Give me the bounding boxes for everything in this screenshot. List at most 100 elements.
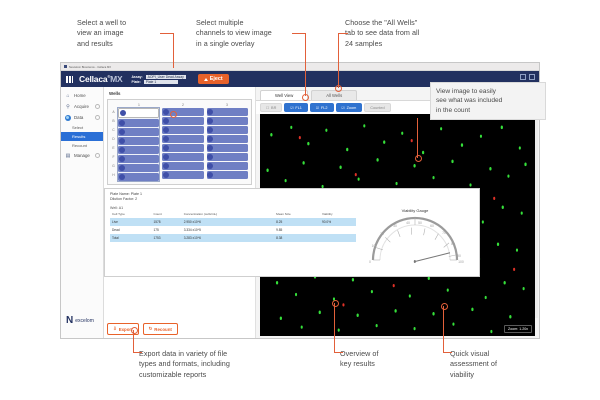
channel-label-fl2: FL2 <box>320 105 328 110</box>
channel-button-counted[interactable]: Counted <box>364 103 391 112</box>
sidebar-item-manage[interactable]: ▤ Manage <box>61 150 103 161</box>
checkbox-icon-br[interactable]: ☐ <box>266 105 270 110</box>
well-d3[interactable] <box>206 135 248 143</box>
plate-column-group-1[interactable] <box>117 107 161 182</box>
well-h2[interactable] <box>162 171 204 179</box>
count-total: 1753 <box>151 234 182 243</box>
well-g3[interactable] <box>206 162 248 170</box>
concentration-live: 2.950 x10^6 <box>181 218 275 227</box>
brand-suffix: MX <box>110 74 123 84</box>
home-icon: ⌂ <box>66 92 70 99</box>
sidebar-label-home: Home <box>74 93 86 98</box>
well-d1[interactable] <box>118 137 160 145</box>
tab-well-view[interactable]: Well View <box>260 90 309 100</box>
sidebar-subitem-select[interactable]: Select <box>72 125 84 130</box>
recount-icon: ↻ <box>148 326 153 331</box>
minimize-icon[interactable] <box>520 74 526 80</box>
well-c1[interactable] <box>118 128 160 136</box>
well-h1[interactable] <box>118 173 160 181</box>
well-e1[interactable] <box>118 146 160 154</box>
channel-label-br: BR <box>271 105 277 110</box>
well-e3[interactable] <box>206 144 248 152</box>
sidebar-subitem-results[interactable]: Results <box>61 132 103 141</box>
sidebar-subitem-recount[interactable]: Recount <box>72 143 87 148</box>
channel-button-fl1[interactable]: ☑ FL1 <box>284 103 308 112</box>
channel-button-br[interactable]: ☐ BR <box>260 103 283 112</box>
brand-name: Cellaca®MX <box>79 74 123 84</box>
well-h3[interactable] <box>206 171 248 179</box>
channel-button-zoom[interactable]: ☑ Zoom <box>335 103 363 112</box>
channel-label-zoom: Zoom <box>346 105 357 110</box>
assay-key: Assay: <box>131 74 143 79</box>
plate-row-a: A <box>112 109 115 114</box>
plate-row-h: H <box>112 172 115 177</box>
checkbox-icon-fl2[interactable]: ☑ <box>315 105 319 110</box>
channel-button-fl2[interactable]: ☑ FL2 <box>309 103 334 112</box>
well-b2[interactable] <box>162 117 204 125</box>
sidebar-item-acquire[interactable]: ⚲ Acquire <box>61 101 103 112</box>
marker-viability-gauge <box>441 303 448 310</box>
well-b1[interactable] <box>118 119 160 127</box>
sidebar: ⌂ Home ⚲ Acquire Data Select Results Rec… <box>61 87 104 338</box>
plate-column-group-3[interactable] <box>206 107 249 182</box>
table-row[interactable]: Dead 175 3.334 x10^5 9.85 <box>110 226 356 234</box>
brand-label: Cellaca <box>79 74 108 84</box>
vertical-scrollbar[interactable] <box>535 87 538 318</box>
well-e2[interactable] <box>162 144 204 152</box>
brand-superscript: ® <box>107 74 111 80</box>
app-icon <box>64 65 67 68</box>
table-row[interactable]: Total 1753 3.283 x10^6 8.38 <box>110 234 356 243</box>
well-a2[interactable] <box>162 108 204 116</box>
plate-value: Plate 1 <box>143 79 178 84</box>
well-plate[interactable]: 1 2 3 A B C D E F G H <box>107 99 252 185</box>
well-c2[interactable] <box>162 126 204 134</box>
leader-elbow-export <box>133 352 142 353</box>
annotation-select-channels: Select multiple channels to view image i… <box>196 18 272 48</box>
well-f3[interactable] <box>206 153 248 161</box>
marker-export-button <box>131 327 138 334</box>
export-button[interactable]: ⇩ Export <box>107 323 139 335</box>
well-f1[interactable] <box>118 155 160 163</box>
sidebar-label-acquire: Acquire <box>74 104 89 109</box>
eject-button[interactable]: Eject <box>197 74 229 84</box>
plate-row: Plate: Plate 1 <box>131 79 185 84</box>
leader-elbow-all-wells <box>338 33 348 34</box>
tab-all-wells[interactable]: All Wells <box>311 90 358 100</box>
well-a1[interactable] <box>118 108 160 118</box>
maximize-icon[interactable] <box>529 74 535 80</box>
plate-row-e: E <box>112 145 115 150</box>
well-a3[interactable] <box>206 108 248 116</box>
sidebar-item-data[interactable]: Data <box>61 112 103 123</box>
nexcelom-logo: N excelom <box>66 316 94 326</box>
recount-label: Recount <box>154 326 172 332</box>
well-b3[interactable] <box>206 117 248 125</box>
svg-text:20: 20 <box>380 232 384 236</box>
window-controls[interactable] <box>520 74 535 80</box>
checkbox-icon-zoom[interactable]: ☑ <box>341 105 345 110</box>
leader-elbow-channels <box>292 33 306 34</box>
marker-results-table <box>332 300 339 307</box>
export-icon: ⇩ <box>113 326 117 331</box>
results-body: Well: A1 Cell Type Count Concentration (… <box>105 206 479 264</box>
plate-column-headers: 1 2 3 <box>117 103 249 107</box>
plate-column-group-2[interactable] <box>161 107 204 182</box>
nexcelom-mark: N <box>66 315 74 326</box>
well-g1[interactable] <box>118 164 160 172</box>
well-g2[interactable] <box>162 162 204 170</box>
col-viability: Viability <box>321 212 333 217</box>
sidebar-label-manage: Manage <box>74 153 90 158</box>
col-count: Count <box>153 212 162 217</box>
callout-leader-image <box>417 118 418 158</box>
checkbox-icon-fl1[interactable]: ☑ <box>290 105 294 110</box>
viability-total <box>319 234 356 243</box>
recount-button[interactable]: ↻ Recount <box>142 323 178 335</box>
mean-size-total: 8.38 <box>274 234 320 243</box>
well-f2[interactable] <box>162 153 204 161</box>
mean-size-live: 8.25 <box>274 218 320 227</box>
table-row[interactable]: Live 1578 2.950 x10^6 8.25 90.0% <box>110 218 356 227</box>
sidebar-item-home[interactable]: ⌂ Home <box>61 90 103 101</box>
data-icon <box>65 114 71 121</box>
plate-col-3: 3 <box>226 103 228 107</box>
well-c3[interactable] <box>206 126 248 134</box>
well-d2[interactable] <box>162 135 204 143</box>
